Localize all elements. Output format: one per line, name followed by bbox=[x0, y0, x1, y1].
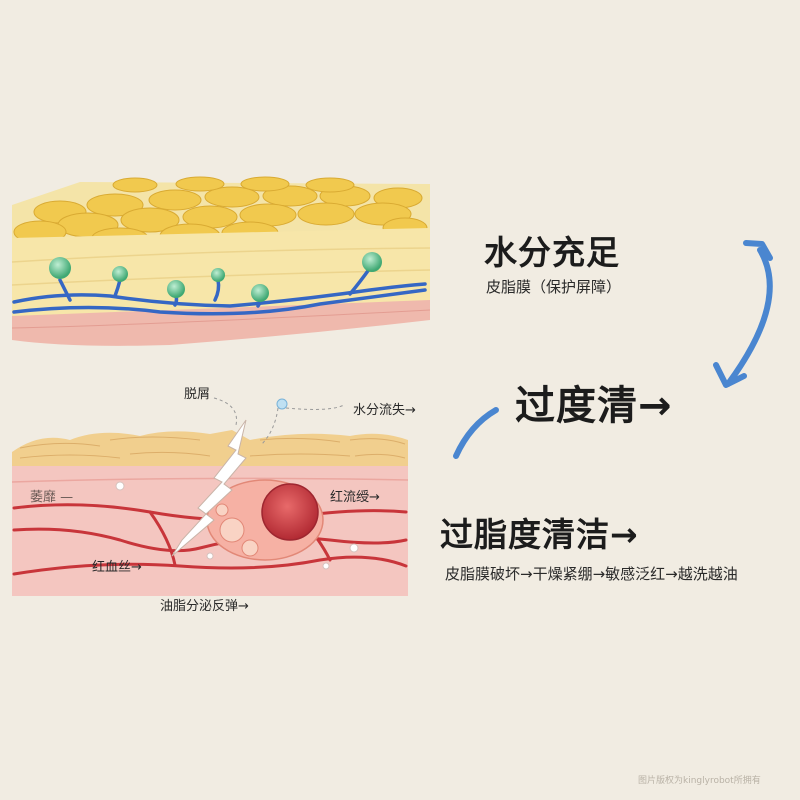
healthy-subtitle: 皮脂膜（保护屏障） bbox=[486, 278, 622, 296]
over-clean-label: 过度清→ bbox=[515, 383, 673, 429]
sebaceous-glands bbox=[49, 252, 382, 302]
label-capillaries: 红血丝→ bbox=[92, 560, 142, 575]
surface-cells bbox=[19, 436, 406, 459]
healthy-title: 水分充足 bbox=[484, 233, 620, 272]
label-oil-rebound: 油脂分泌反弹→ bbox=[160, 599, 249, 614]
inflamed-pore bbox=[206, 479, 324, 561]
label-leaders bbox=[213, 397, 345, 445]
label-dull: 萎靡 — bbox=[30, 490, 74, 505]
skin-crack bbox=[171, 419, 247, 557]
damaged-surface-layer bbox=[12, 430, 408, 470]
cycle-arrow-icon bbox=[725, 247, 773, 387]
label-red-lines: 红流绶→ bbox=[330, 490, 380, 505]
over-degrease-title: 过脂度清洁→ bbox=[440, 515, 639, 554]
healthy-skin-illustration bbox=[11, 176, 431, 346]
label-flaking: 脱屑 bbox=[184, 387, 211, 402]
moisture-bubbles bbox=[115, 481, 359, 570]
label-water-loss: 水分流失→ bbox=[353, 403, 416, 418]
water-droplet-icon bbox=[276, 398, 288, 410]
consequence-chain: 皮脂膜破坏→干燥紧绷→敏感泛红→越洗越油 bbox=[445, 565, 738, 583]
watermark: 图片版权为kinglyrobot所拥有 bbox=[638, 776, 761, 786]
transition-arrow-icon bbox=[453, 407, 499, 459]
subcutaneous-layer bbox=[12, 300, 430, 346]
damaged-skin-illustration bbox=[11, 419, 409, 596]
